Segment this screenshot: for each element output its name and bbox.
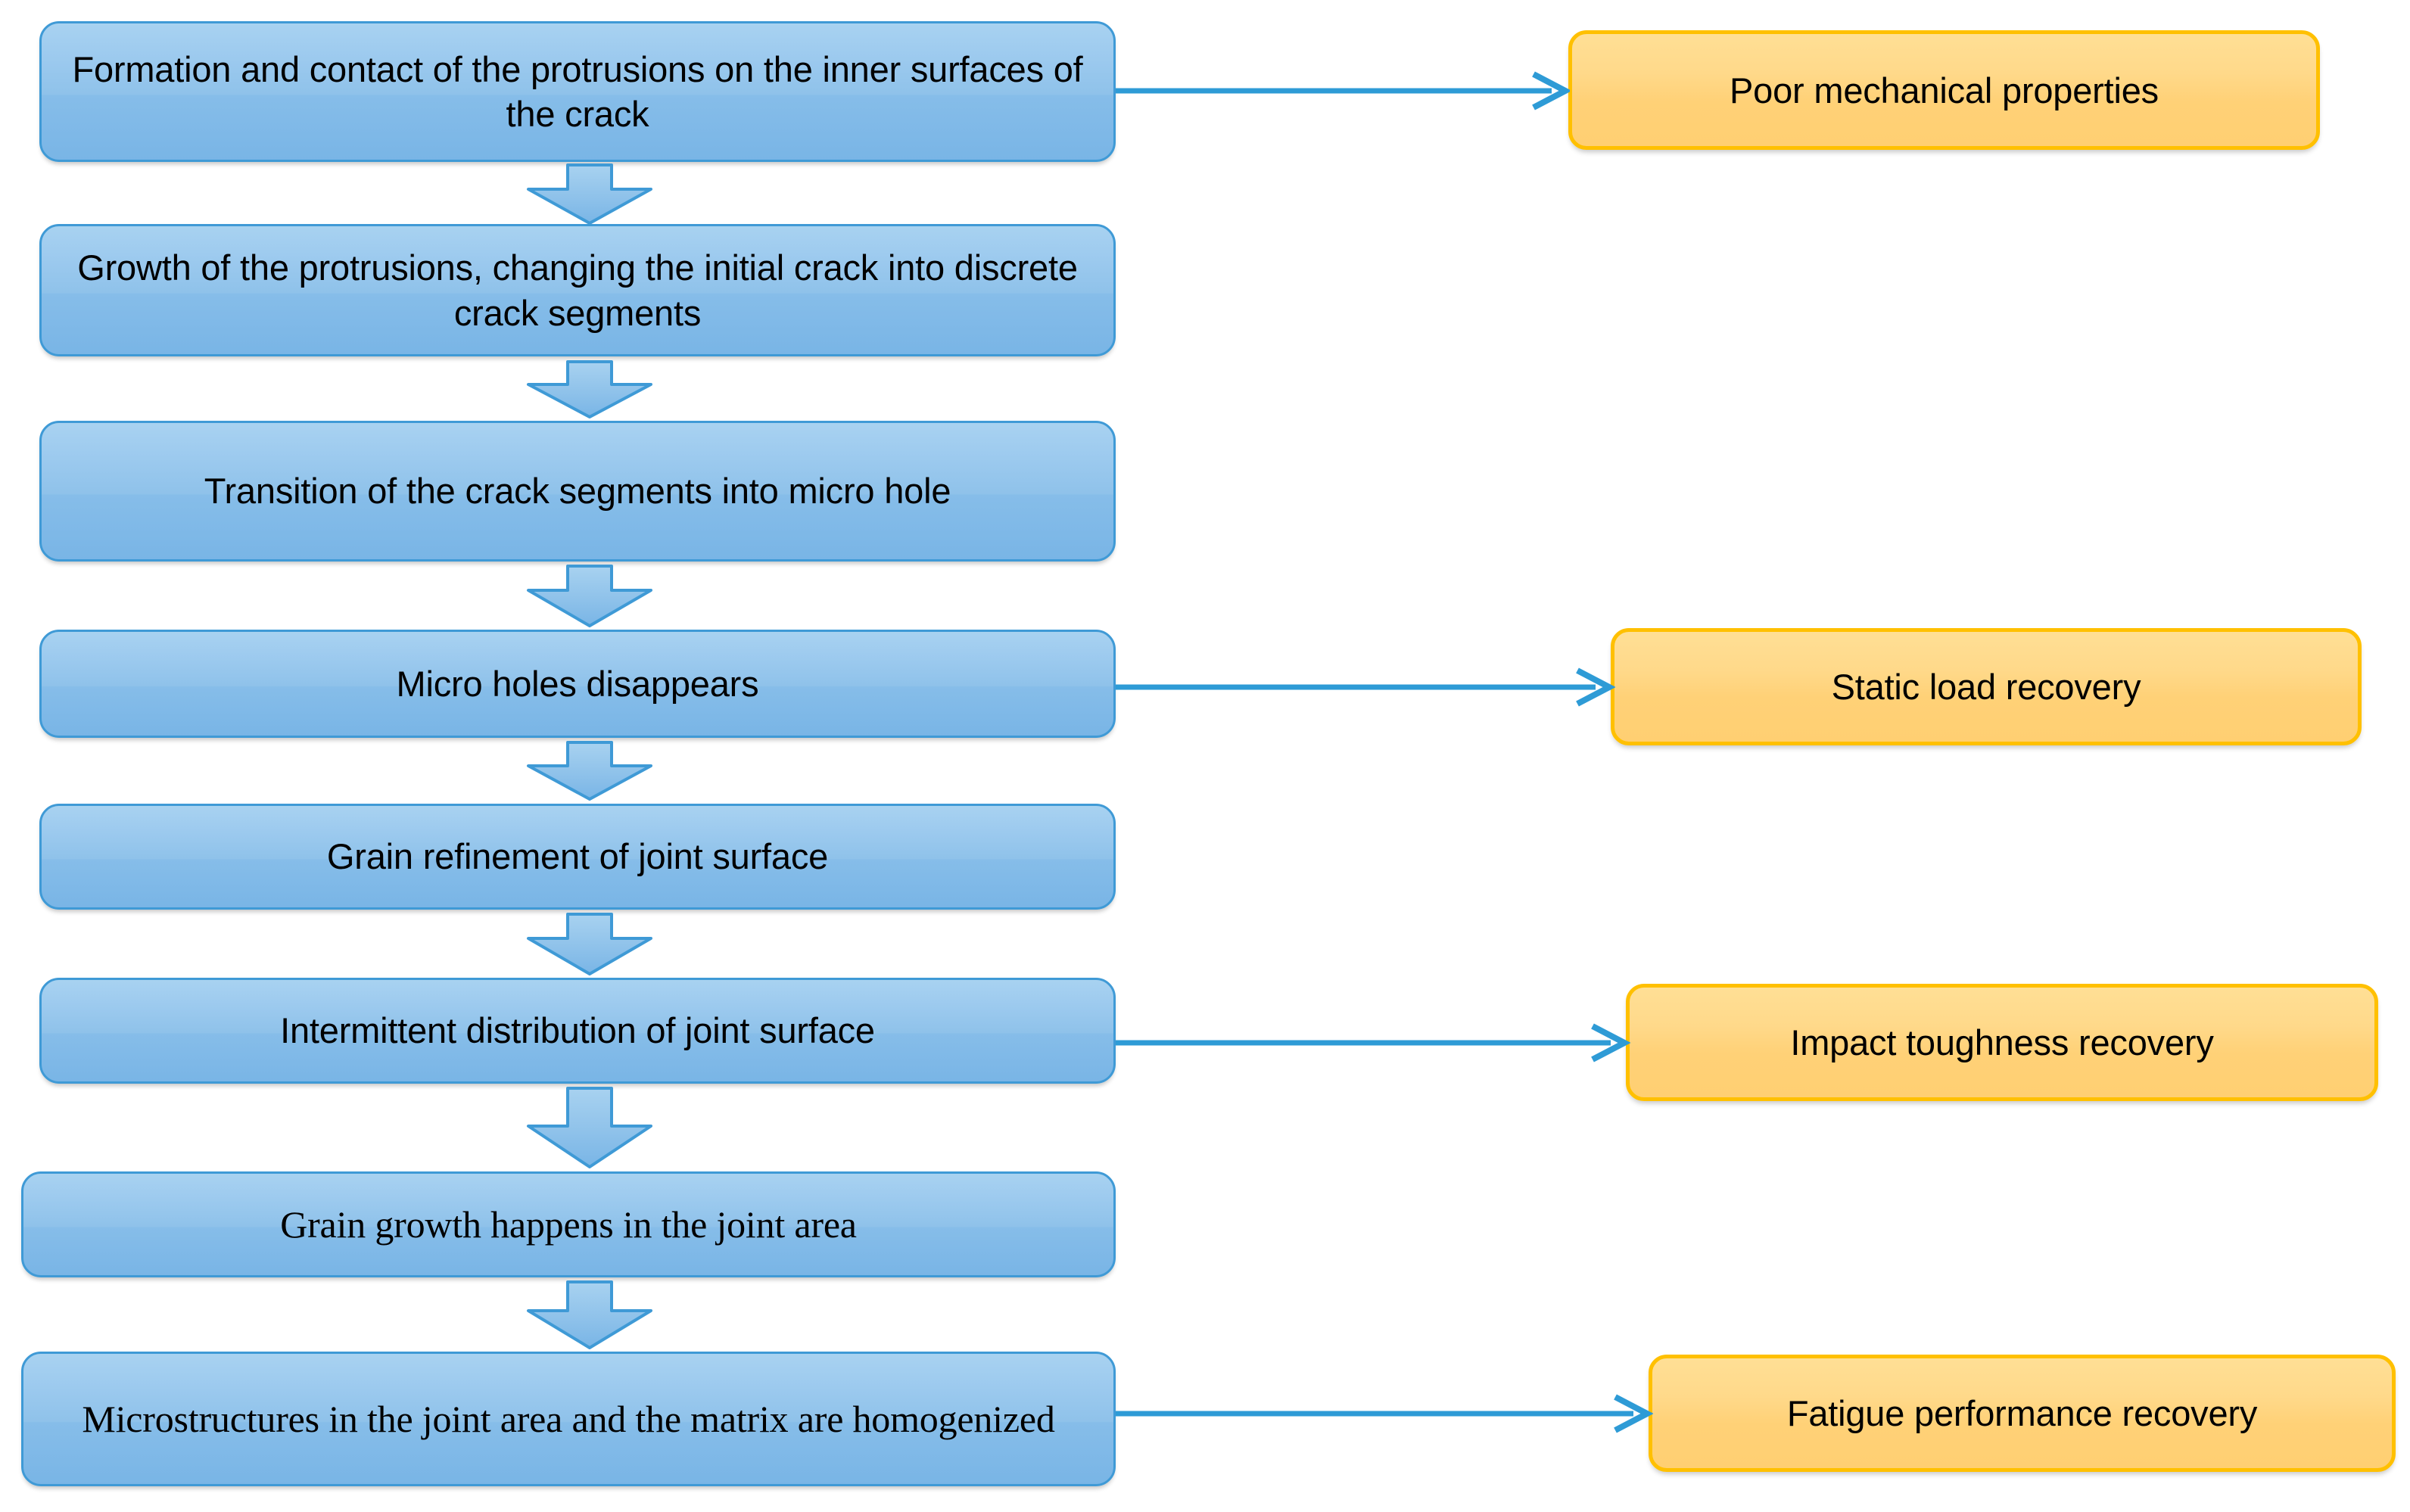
process-box-step-6[interactable]: Intermittent distribution of joint surfa… [39, 978, 1116, 1084]
down-arrow-icon-step-7-to-step-8 [525, 1280, 654, 1350]
process-box-step-5-label: Grain refinement of joint surface [326, 836, 829, 877]
process-box-step-8[interactable]: Microstructures in the joint area and th… [21, 1352, 1116, 1486]
connector-arrow-icon-step-8-to-outcome-4 [1116, 1391, 1654, 1436]
down-arrow-icon-step-6-to-step-7 [525, 1087, 654, 1170]
outcome-box-outcome-4-label: Fatigue performance recovery [1786, 1393, 2258, 1433]
outcome-box-outcome-2[interactable]: Static load recovery [1611, 628, 2362, 745]
outcome-box-outcome-3-label: Impact toughness recovery [1790, 1022, 2214, 1062]
connector-arrow-icon-step-1-to-outcome-1 [1116, 68, 1572, 114]
process-box-step-5[interactable]: Grain refinement of joint surface [39, 804, 1116, 910]
process-box-step-2-label: Growth of the protrusions, changing the … [77, 247, 1078, 333]
process-box-step-6-label: Intermittent distribution of joint surfa… [280, 1010, 875, 1051]
connector-arrow-icon-step-4-to-outcome-2 [1116, 664, 1616, 710]
outcome-box-outcome-1[interactable]: Poor mechanical properties [1568, 30, 2320, 150]
down-arrow-icon-step-4-to-step-5 [525, 741, 654, 801]
process-box-step-7-label: Grain growth happens in the joint area [280, 1202, 857, 1246]
process-box-step-1[interactable]: Formation and contact of the protrusions… [39, 21, 1116, 162]
down-arrow-icon-step-3-to-step-4 [525, 565, 654, 628]
outcome-box-outcome-1-label: Poor mechanical properties [1730, 70, 2159, 110]
down-arrow-icon-step-2-to-step-3 [525, 360, 654, 419]
process-box-step-3[interactable]: Transition of the crack segments into mi… [39, 421, 1116, 562]
process-box-step-7[interactable]: Grain growth happens in the joint area [21, 1171, 1116, 1277]
down-arrow-icon-step-1-to-step-2 [525, 163, 654, 226]
process-box-step-8-label: Microstructures in the joint area and th… [82, 1397, 1055, 1440]
connector-arrow-icon-step-6-to-outcome-3 [1116, 1020, 1631, 1066]
process-box-step-1-label: Formation and contact of the protrusions… [72, 48, 1083, 134]
process-box-step-3-label: Transition of the crack segments into mi… [204, 471, 951, 512]
process-box-step-4-label: Micro holes disappears [396, 663, 759, 704]
outcome-box-outcome-3[interactable]: Impact toughness recovery [1626, 984, 2378, 1101]
down-arrow-icon-step-5-to-step-6 [525, 913, 654, 976]
process-box-step-2[interactable]: Growth of the protrusions, changing the … [39, 224, 1116, 356]
outcome-box-outcome-4[interactable]: Fatigue performance recovery [1649, 1355, 2396, 1472]
outcome-box-outcome-2-label: Static load recovery [1831, 667, 2141, 707]
process-box-step-4[interactable]: Micro holes disappears [39, 630, 1116, 738]
